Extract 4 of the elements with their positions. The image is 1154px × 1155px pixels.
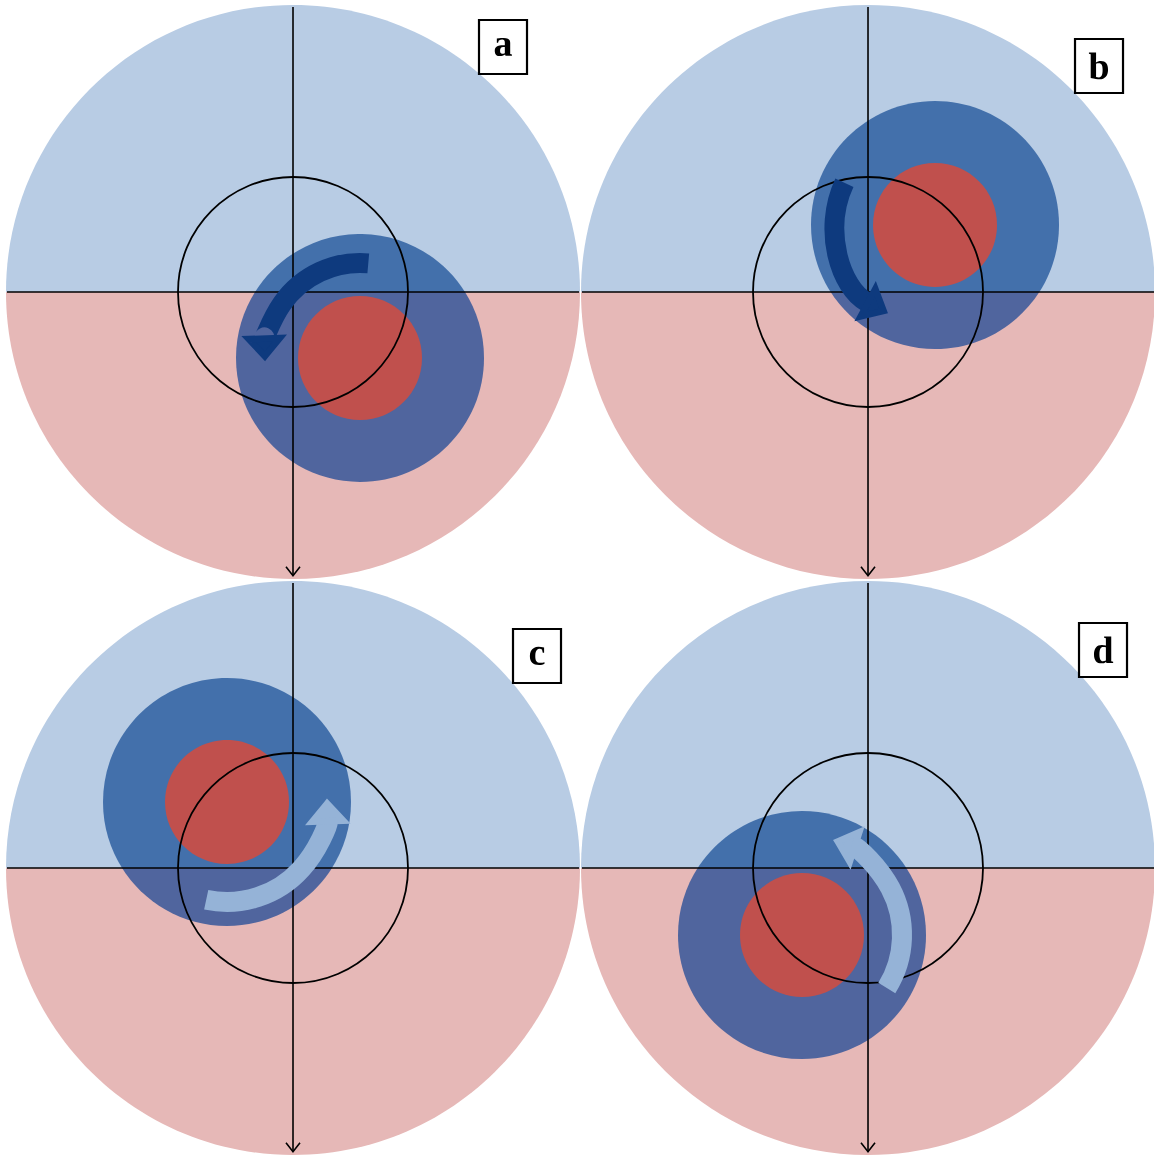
panel-label: d	[1077, 621, 1129, 679]
panel-label: b	[1073, 37, 1125, 95]
panel-label: c	[511, 627, 563, 685]
panel-label: a	[477, 18, 529, 76]
